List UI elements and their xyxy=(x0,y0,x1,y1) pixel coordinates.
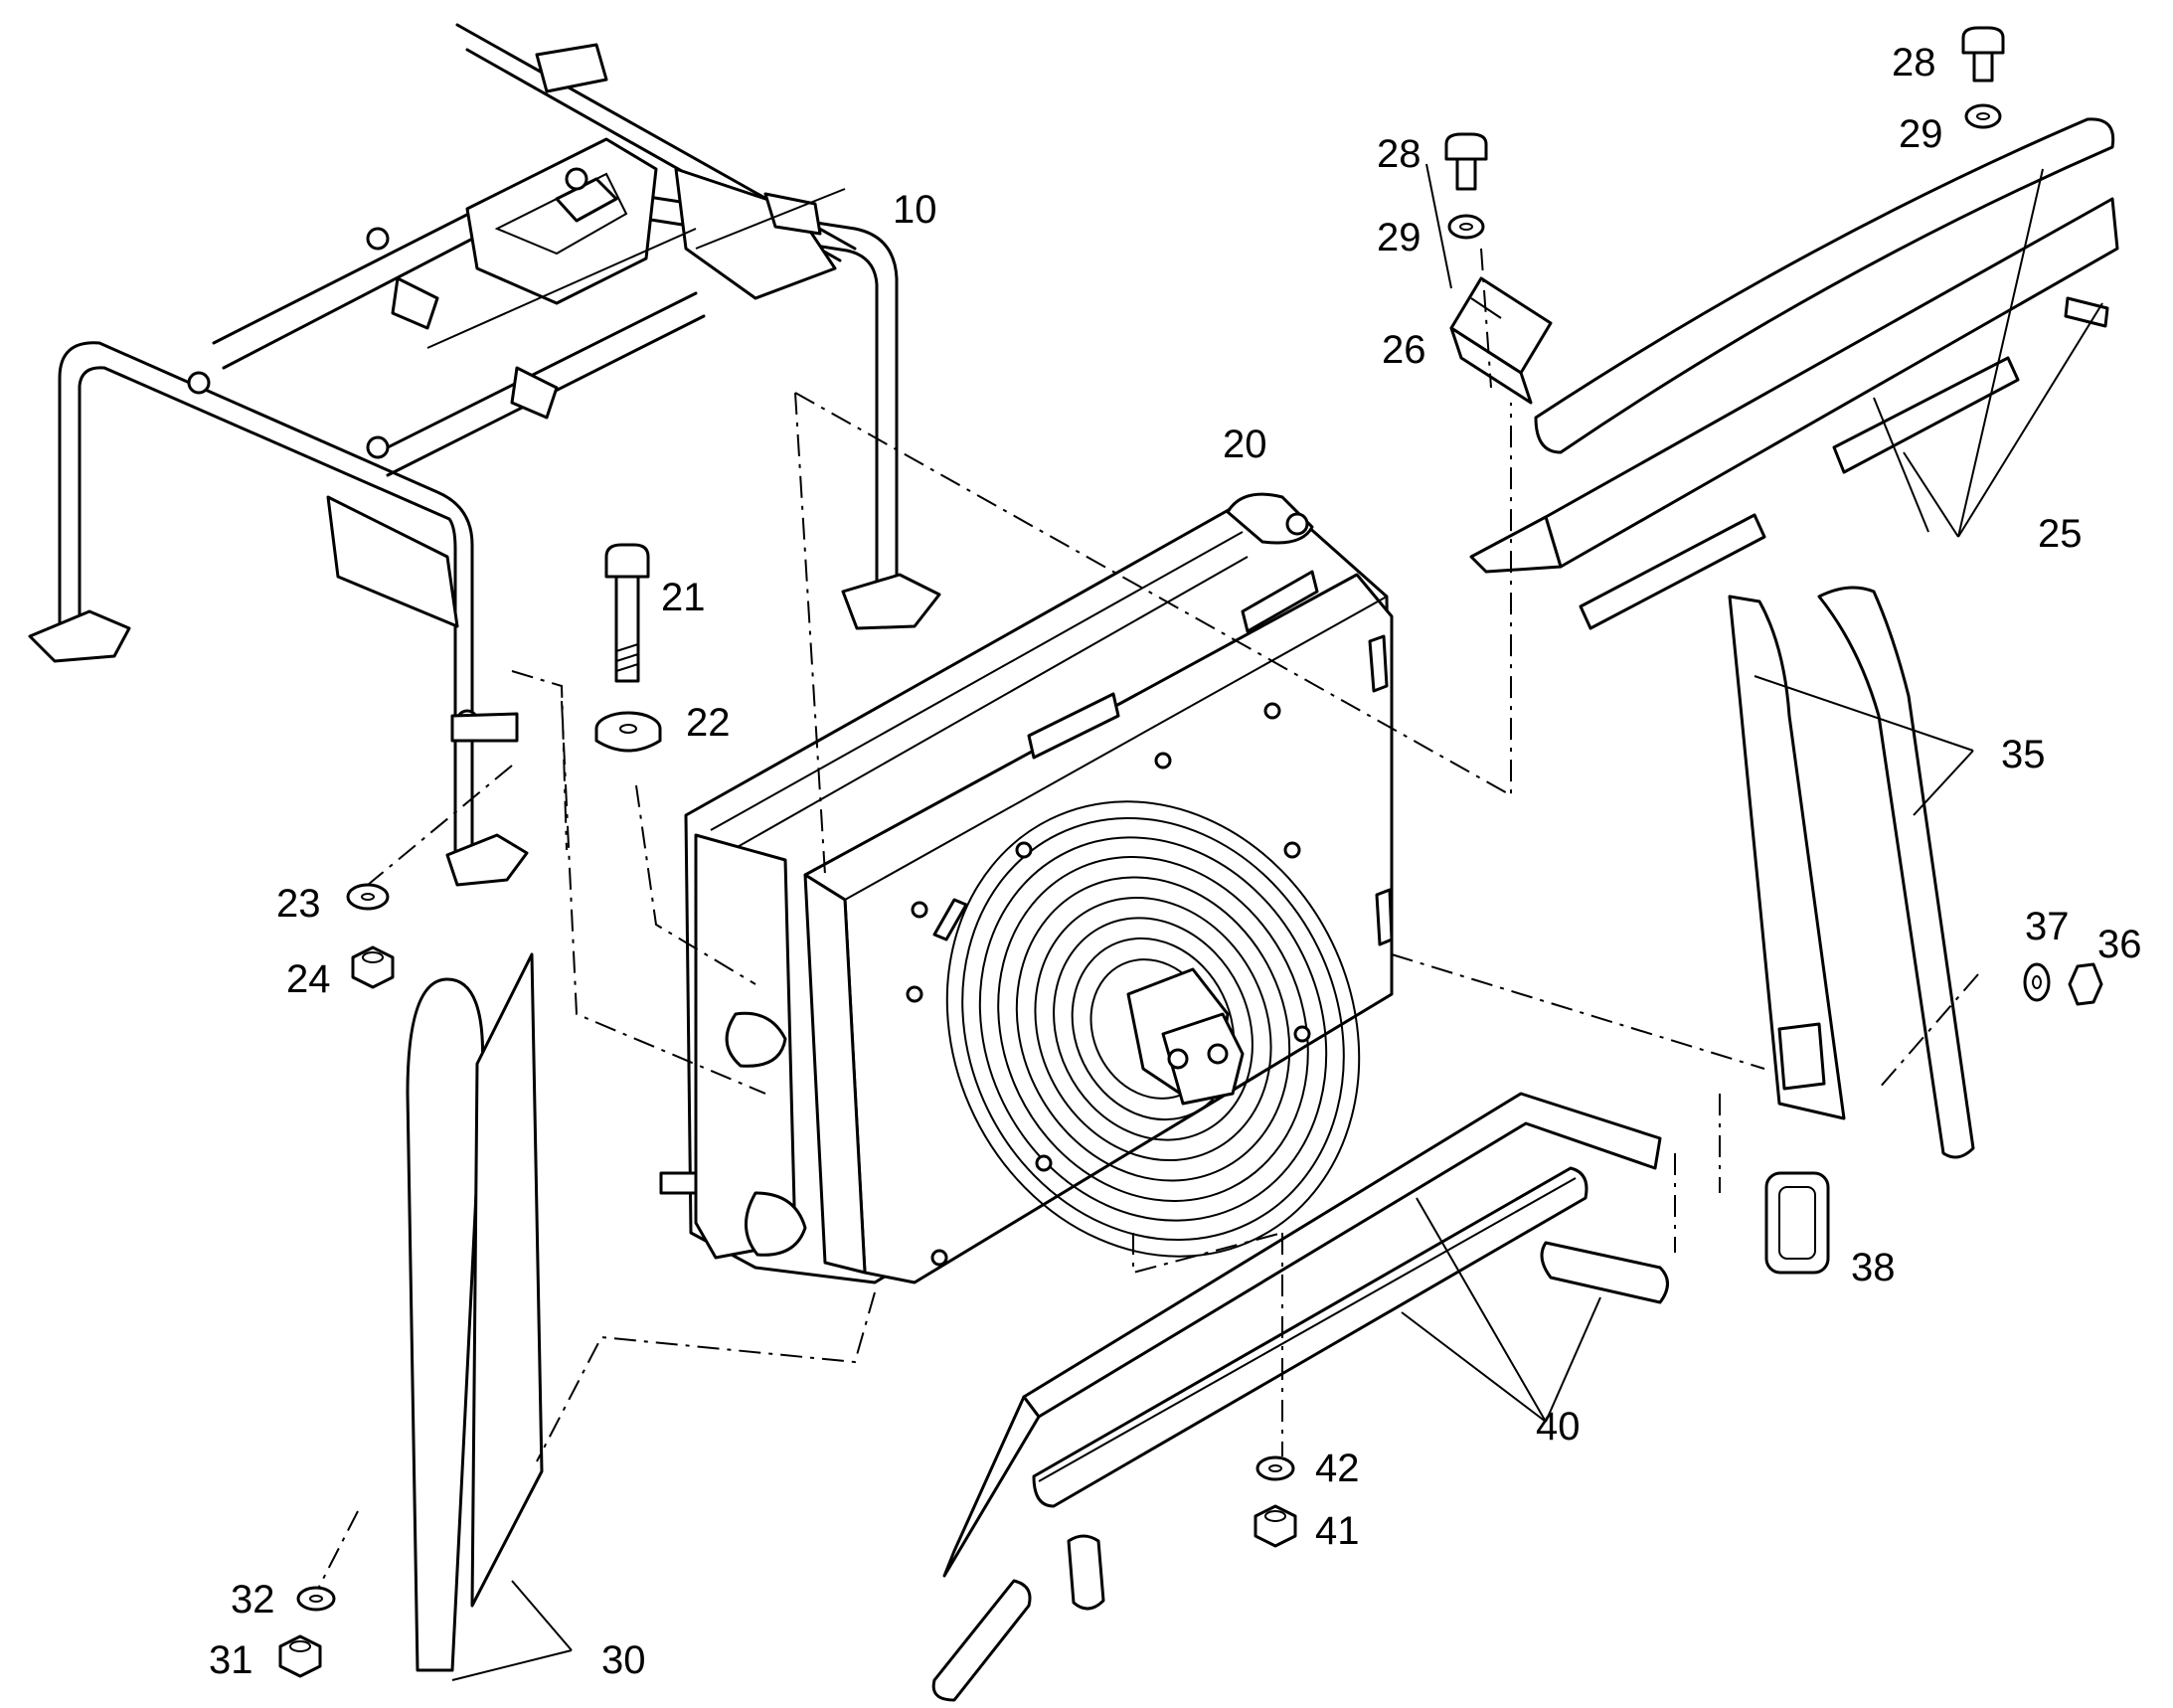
part-29-washer-a xyxy=(1447,214,1485,240)
callout-25: 25 xyxy=(2038,512,2083,556)
leader-lines xyxy=(451,163,2103,1681)
part-38-grommet xyxy=(1764,1171,1830,1275)
part-36-nut xyxy=(2068,962,2103,1006)
callout-36: 36 xyxy=(2097,923,2142,966)
callout-42: 42 xyxy=(1315,1447,1360,1490)
part-20-radiator xyxy=(659,492,1394,1284)
part-23-washer xyxy=(346,883,390,911)
callout-38: 38 xyxy=(1851,1246,1896,1289)
part-21-bolt xyxy=(604,543,650,683)
part-30-left-seal xyxy=(406,952,544,1672)
callout-labels: 10 20 21 22 23 24 25 26 28 29 28 29 30 3… xyxy=(209,41,2142,1682)
callout-41: 41 xyxy=(1315,1509,1360,1553)
part-29-washer-b xyxy=(1964,103,2002,129)
assembly-lines xyxy=(317,248,1979,1590)
part-32-washer xyxy=(296,1586,336,1612)
callout-31: 31 xyxy=(209,1638,253,1682)
callout-32: 32 xyxy=(231,1578,275,1622)
callout-29-a: 29 xyxy=(1377,216,1421,259)
part-24-nut xyxy=(351,945,395,989)
part-28-bolt-b xyxy=(1961,26,2005,83)
callout-28-b: 28 xyxy=(1892,41,1936,85)
callout-40: 40 xyxy=(1536,1405,1581,1449)
part-37-washer xyxy=(2023,962,2051,1002)
callout-22: 22 xyxy=(686,701,731,745)
part-41-nut xyxy=(1254,1504,1297,1548)
part-25-top-baffle xyxy=(1469,117,2119,630)
part-31-nut xyxy=(278,1634,322,1678)
callout-21: 21 xyxy=(661,576,706,619)
part-22-pad xyxy=(594,711,662,753)
part-28-bolt-a xyxy=(1444,132,1488,191)
callout-28-a: 28 xyxy=(1377,132,1421,176)
part-10-frame xyxy=(28,23,941,887)
callout-23: 23 xyxy=(276,882,321,926)
callout-24: 24 xyxy=(286,957,331,1001)
callout-37: 37 xyxy=(2025,905,2070,948)
callout-29-b: 29 xyxy=(1899,112,1943,156)
part-35-side-seals xyxy=(1728,586,1975,1159)
part-26-bracket xyxy=(1449,276,1553,405)
callout-20: 20 xyxy=(1223,423,1267,466)
callout-30: 30 xyxy=(601,1638,646,1682)
callout-26: 26 xyxy=(1382,328,1426,372)
part-42-washer xyxy=(1255,1455,1295,1481)
callout-10: 10 xyxy=(893,188,937,232)
callout-35: 35 xyxy=(2001,733,2046,776)
